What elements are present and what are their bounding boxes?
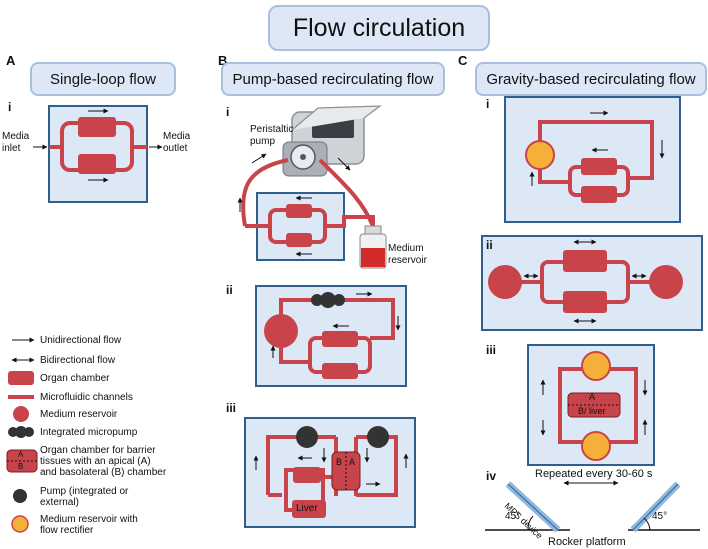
barrier-chamber-icon <box>6 449 38 473</box>
panel-a-i-diagram <box>33 105 163 203</box>
legend-barrier-a: A <box>18 450 24 459</box>
panel-c-i-label: i <box>486 97 490 111</box>
organ-chamber-legend-icon <box>8 371 34 385</box>
legend-barrier: Organ chamber for barrier tissues with a… <box>40 445 167 478</box>
panel-c-iii-label: iii <box>486 343 497 357</box>
panel-a-letter: A <box>6 53 16 68</box>
panel-c-ii-label: ii <box>486 238 493 252</box>
panel-c-iv-label: iv <box>486 469 497 483</box>
peristaltic-pump-label: Peristaltic pump <box>250 124 294 147</box>
panel-b-i-diagram <box>237 105 387 269</box>
organ-chamber-icon <box>78 117 116 137</box>
legend-pump: Pump (integrated or external) <box>40 486 129 508</box>
panel-b-i-label: i <box>226 105 230 119</box>
legend-icons <box>6 337 38 533</box>
mps-device-left-icon <box>505 481 561 533</box>
panel-a-i-label: i <box>8 100 12 114</box>
panel-c-i-diagram <box>504 96 681 223</box>
medium-reservoir-label: Medium reservoir <box>388 243 427 266</box>
page-title: Flow circulation <box>268 5 490 51</box>
panel-b-letter: B <box>218 53 228 68</box>
basolateral-liver-label: B/ liver <box>578 406 606 416</box>
panel-c-iii-diagram <box>527 344 655 466</box>
legend-micropump: Integrated micropump <box>40 427 138 438</box>
panel-c-header: Gravity-based recirculating flow <box>475 62 707 96</box>
legend-rectifier: Medium reservoir with flow rectifier <box>40 514 138 536</box>
rectifier-legend-icon <box>11 515 29 533</box>
barrier-b-letter: B <box>336 457 343 467</box>
angle-right-label: 45° <box>652 511 668 522</box>
barrier-a-letter: A <box>349 457 356 467</box>
repeat-interval-label: Repeated every 30-60 s <box>535 468 653 480</box>
panel-a-header: Single-loop flow <box>30 62 176 96</box>
medium-reservoir-bottle-icon <box>359 225 387 269</box>
medium-reservoir-legend-icon <box>13 406 29 422</box>
panel-c-iv-diagram <box>485 480 700 533</box>
legend-bidirectional: Bidirectional flow <box>40 355 116 366</box>
panel-b-ii-label: ii <box>226 283 233 297</box>
legend-unidirectional: Unidirectional flow <box>40 335 122 346</box>
angle-left-label: 45° <box>505 511 521 522</box>
micropump-legend-icon <box>8 426 34 438</box>
panel-b-iii-diagram <box>244 417 416 528</box>
rocker-platform-label: Rocker platform <box>548 536 626 548</box>
panel-b-ii-diagram <box>255 285 407 387</box>
apical-a-letter: A <box>589 392 596 402</box>
liver-label: Liver <box>296 503 318 514</box>
legend-barrier-b: B <box>18 462 24 471</box>
peristaltic-pump-icon <box>282 105 382 177</box>
legend-organ-chamber: Organ chamber <box>40 373 110 384</box>
panel-c-letter: C <box>458 53 468 68</box>
panel-b-iii-label: iii <box>226 401 237 415</box>
medium-reservoir-icon <box>264 314 298 348</box>
legend-microfluidic: Microfluidic channels <box>40 392 133 403</box>
organ-chamber-icon <box>78 154 116 174</box>
media-inlet-label: Media inlet <box>2 131 30 154</box>
micropump-icon <box>311 292 345 308</box>
legend-medium-reservoir: Medium reservoir <box>40 409 118 420</box>
panel-b-header: Pump-based recirculating flow <box>221 62 445 96</box>
media-outlet-label: Media outlet <box>163 131 191 154</box>
mps-device-right-icon <box>630 481 681 533</box>
panel-c-ii-diagram <box>481 235 703 331</box>
pump-legend-icon <box>13 489 27 503</box>
